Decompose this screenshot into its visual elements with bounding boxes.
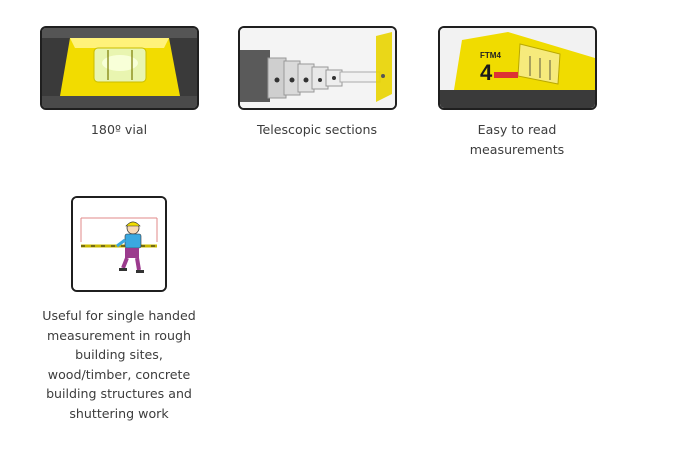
feature-caption: Useful for single handed measurement in … [42,308,196,421]
vial-image [39,26,199,110]
telescopic-image [237,26,397,110]
feature-measurements: FTM4 4 Easy to read measurements [436,26,598,159]
feature-caption: 180º vial [90,122,148,137]
feature-caption: Easy to read measurements [469,122,565,157]
feature-vial: 180º vial [38,26,200,140]
feature-single-handed: Useful for single handed measurement in … [36,196,202,423]
measurement-image: FTM4 4 [437,26,597,110]
worker-measuring-icon [71,196,167,292]
svg-text:4: 4 [480,60,493,85]
svg-text:FTM4: FTM4 [480,51,501,60]
feature-caption: Telescopic sections [256,122,378,137]
feature-telescopic: Telescopic sections [236,26,398,140]
